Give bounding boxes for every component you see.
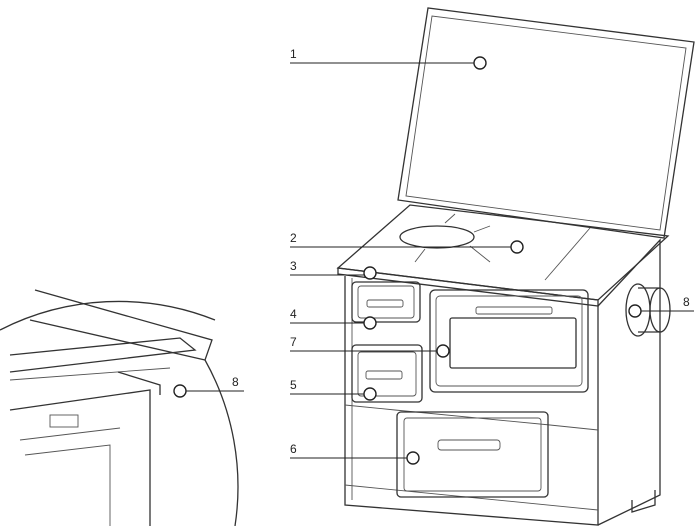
drawer — [396, 411, 549, 498]
cooktop — [336, 204, 670, 307]
callout-8-inset: 8 — [232, 375, 239, 389]
callout-2: 2 — [290, 231, 297, 245]
upper-firebox-door — [351, 281, 421, 323]
detail-inset — [0, 289, 239, 526]
callout-1: 1 — [290, 47, 297, 61]
callout-8-flue: 8 — [683, 295, 690, 309]
callout-6: 6 — [290, 442, 297, 456]
callout-4: 4 — [290, 307, 297, 321]
flue-outlet — [625, 283, 671, 337]
callout-leaders — [173, 56, 694, 465]
callout-3: 3 — [290, 259, 297, 273]
stove-body — [344, 238, 661, 526]
oven-door — [429, 289, 589, 393]
ash-door — [351, 344, 423, 403]
callout-7: 7 — [290, 335, 297, 349]
callout-5: 5 — [290, 378, 297, 392]
lid — [397, 7, 695, 239]
